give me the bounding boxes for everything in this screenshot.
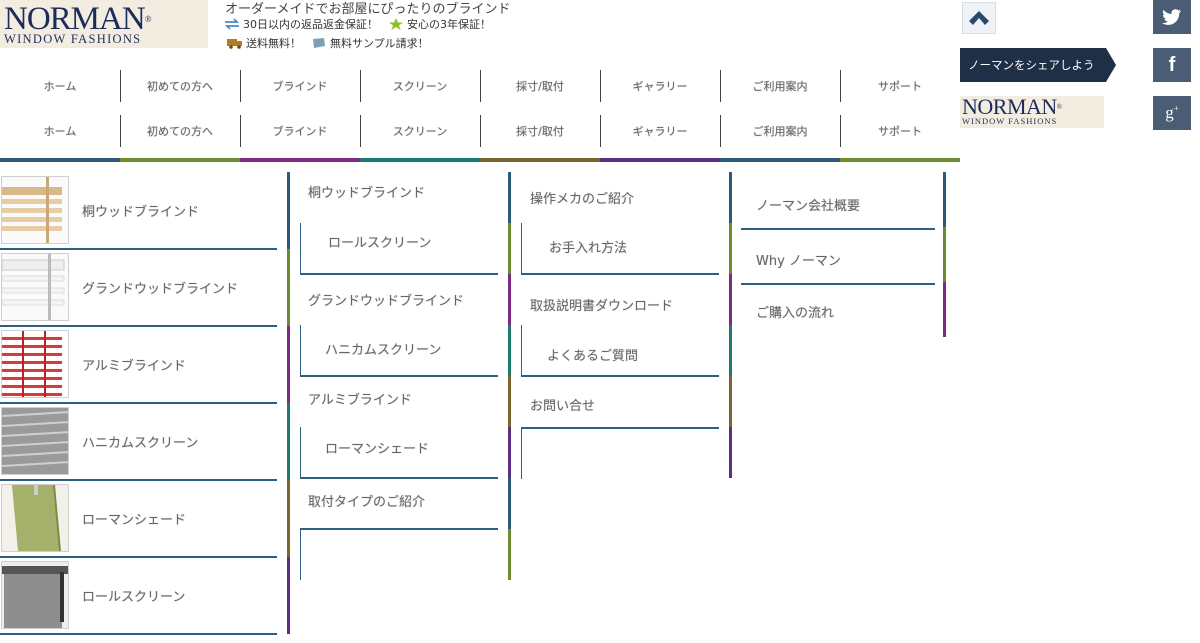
product-label: グランドウッドブラインド [82,281,239,297]
product-thumbnail [1,407,69,475]
star-icon [389,18,403,30]
nav-guide[interactable]: ご利用案内 [720,113,840,149]
column-separator [508,172,511,580]
twitter-button[interactable] [1153,0,1191,34]
logo-text: NORMAN [4,1,146,37]
facebook-button[interactable]: f [1153,48,1191,82]
scroll-top-button[interactable] [962,2,996,34]
nav-support[interactable]: サポート [840,113,960,149]
product-item-honeycomb[interactable]: ハニカムスクリーン [0,403,277,481]
menu-link[interactable]: 取扱説明書ダウンロード [530,299,674,314]
feature-item: 送料無料！ [227,35,301,51]
nav-support[interactable]: サポート [840,68,960,104]
product-item-kiri-wood[interactable]: 桐ウッドブラインド [0,172,277,250]
product-label: ローマンシェード [82,512,187,528]
product-item-roll-screen[interactable]: ロールスクリーン [0,557,277,635]
product-item-roman-shade[interactable]: ローマンシェード [0,480,277,558]
nav-blinds[interactable]: ブラインド [240,68,360,104]
logo-text: NORMAN [962,94,1057,119]
product-item-grand-wood[interactable]: グランドウッドブラインド [0,249,277,327]
product-thumbnail [1,561,69,629]
nav-measure-install[interactable]: 採寸/取付 [480,113,600,149]
menu-box[interactable]: ロールスクリーン [300,223,498,275]
product-label: ハニカムスクリーン [82,435,199,451]
nav-home[interactable]: ホーム [43,125,77,138]
fabric-swatch-icon [313,38,325,48]
color-bar-segment [480,158,600,162]
product-item-aluminum[interactable]: アルミブラインド [0,326,277,404]
share-banner[interactable]: ノーマンをシェアしよう [960,48,1116,82]
feature-item: 無料サンプル請求！ [311,35,429,51]
nav-gallery[interactable]: ギャラリー [600,113,720,149]
company-menu-item[interactable]: ノーマン会社概要 [741,182,935,230]
color-bar-segment [0,158,120,162]
nav-color-bar [0,158,960,162]
menu-link[interactable]: 取付タイプのご紹介 [308,495,426,510]
menu-link: お手入れ方法 [549,241,628,256]
exchange-arrows-icon [224,18,240,30]
product-label: ロールスクリーン [82,589,186,605]
menu-link: ノーマン会社概要 [756,199,861,214]
product-label: 桐ウッドブラインド [82,204,200,220]
column-separator [729,172,732,478]
menu-link: ハニカムスクリーン [325,343,442,358]
feature-row: 30日以内の返品返金保証！ 安心の3年保証！ [224,16,491,32]
nav-measure-install[interactable]: 採寸/取付 [480,68,600,104]
product-thumbnail [1,176,69,244]
menu-link[interactable]: アルミブラインド [308,393,412,408]
company-menu-item[interactable]: Why ノーマン [741,237,935,285]
color-bar-segment [120,158,240,162]
menu-link: ロールスクリーン [328,236,432,251]
nav-screens[interactable]: スクリーン [360,113,480,149]
column-separator [287,172,290,634]
menu-box[interactable]: ハニカムスクリーン [300,325,498,377]
norman-logo-small[interactable]: NORMAN® WINDOW FASHIONS [960,96,1104,128]
menu-box[interactable]: お手入れ方法 [521,223,719,275]
feature-row: 送料無料！ 無料サンプル請求！ [227,35,429,51]
product-thumbnail [1,330,69,398]
tagline: オーダーメイドでお部屋にぴったりのブラインド [225,2,511,17]
google-plus-button[interactable]: g+ [1153,96,1191,130]
color-bar-segment [360,158,480,162]
menu-link[interactable]: 操作メカのご紹介 [530,192,635,207]
menu-link[interactable]: ご購入の流れ [756,306,835,321]
main-nav-duplicate: ホーム 初めての方へ ブラインド スクリーン 採寸/取付 ギャラリー ご利用案内… [0,113,960,149]
nav-screens[interactable]: スクリーン [360,68,480,104]
color-bar-segment [600,158,720,162]
color-bar-segment [720,158,840,162]
chevron-up-icon [969,11,989,25]
nav-blinds[interactable]: ブラインド [240,113,360,149]
truck-icon [227,39,242,49]
menu-link: よくあるご質問 [547,349,639,364]
color-bar-segment [240,158,360,162]
menu-link[interactable]: グランドウッドブラインド [308,294,465,309]
nav-guide[interactable]: ご利用案内 [720,68,840,104]
color-bar-segment [840,158,960,162]
logo-subtext: WINDOW FASHIONS [962,116,1058,126]
column-separator [943,172,946,337]
menu-link: Why ノーマン [756,254,841,269]
product-thumbnail [1,484,69,552]
menu-link[interactable]: 桐ウッドブラインド [308,186,426,201]
nav-first-time[interactable]: 初めての方へ [120,113,240,149]
google-plus-icon: g+ [1165,103,1179,122]
menu-link: ローマンシェード [325,442,430,457]
feature-item: 安心の3年保証！ [388,16,491,32]
logo-subtext: WINDOW FASHIONS [4,32,142,46]
norman-logo[interactable]: NORMAN® WINDOW FASHIONS [0,0,208,48]
menu-box[interactable]: よくあるご質問 [521,325,719,377]
product-thumbnail [1,253,69,321]
feature-item: 30日以内の返品返金保証！ [224,16,378,32]
product-label: アルミブラインド [82,358,186,374]
menu-box-empty [300,528,498,580]
nav-home[interactable]: ホーム [43,80,77,93]
nav-gallery[interactable]: ギャラリー [600,68,720,104]
menu-link[interactable]: お問い合せ [530,399,596,414]
menu-box[interactable]: ローマンシェード [300,427,498,479]
main-nav: ホーム 初めての方へ ブラインド スクリーン 採寸/取付 ギャラリー ご利用案内… [0,68,960,104]
twitter-icon [1162,9,1181,25]
facebook-icon: f [1168,53,1176,76]
nav-first-time[interactable]: 初めての方へ [120,68,240,104]
menu-box-empty [521,427,719,479]
